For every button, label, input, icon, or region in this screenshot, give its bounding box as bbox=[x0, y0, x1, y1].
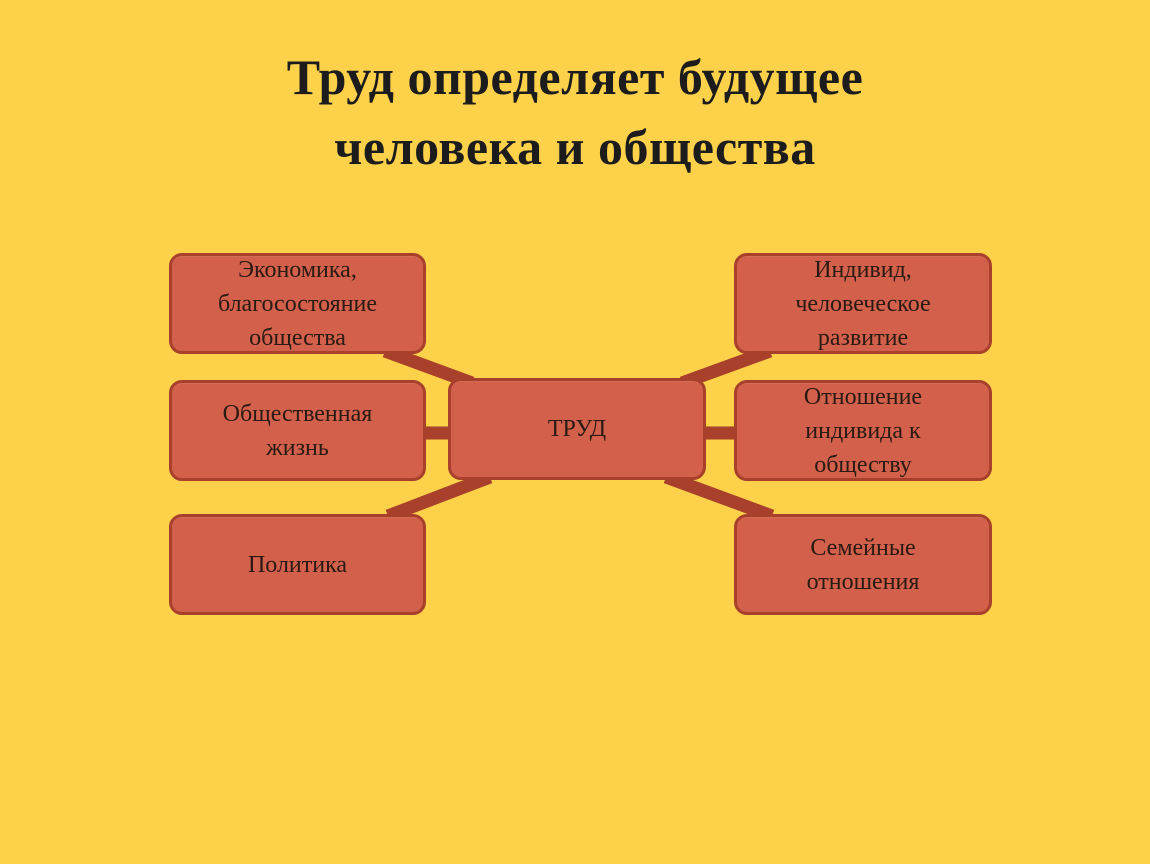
connector-economy bbox=[382, 344, 475, 390]
node-individual: Индивид, человеческое развитие bbox=[734, 253, 992, 354]
node-social-life: Общественная жизнь bbox=[169, 380, 426, 481]
node-relation-to-society: Отношение индивида к обществу bbox=[734, 380, 992, 481]
connector-individ bbox=[679, 344, 773, 390]
node-individual-label: Индивид, человеческое развитие bbox=[795, 256, 931, 351]
node-economy-label: Экономика, благосостояние общества bbox=[217, 256, 378, 351]
node-center-label: ТРУД bbox=[547, 416, 607, 442]
connector-family bbox=[663, 470, 775, 523]
node-politics-label: Политика bbox=[247, 551, 348, 578]
node-center-labor: ТРУД bbox=[448, 378, 706, 480]
node-family-relations: Семейные отношения bbox=[734, 514, 992, 615]
connector-politics bbox=[385, 470, 493, 523]
slide-title: Труд определяет будущее человека и общес… bbox=[0, 42, 1150, 182]
node-social-life-label: Общественная жизнь bbox=[222, 400, 373, 461]
node-relation-label: Отношение индивида к обществу bbox=[803, 383, 923, 478]
title-line-1: Труд определяет будущее bbox=[286, 49, 864, 105]
node-economy: Экономика, благосостояние общества bbox=[169, 253, 426, 354]
title-line-2: человека и общества bbox=[334, 119, 816, 175]
node-family-label: Семейные отношения bbox=[806, 534, 920, 595]
node-politics: Политика bbox=[169, 514, 426, 615]
